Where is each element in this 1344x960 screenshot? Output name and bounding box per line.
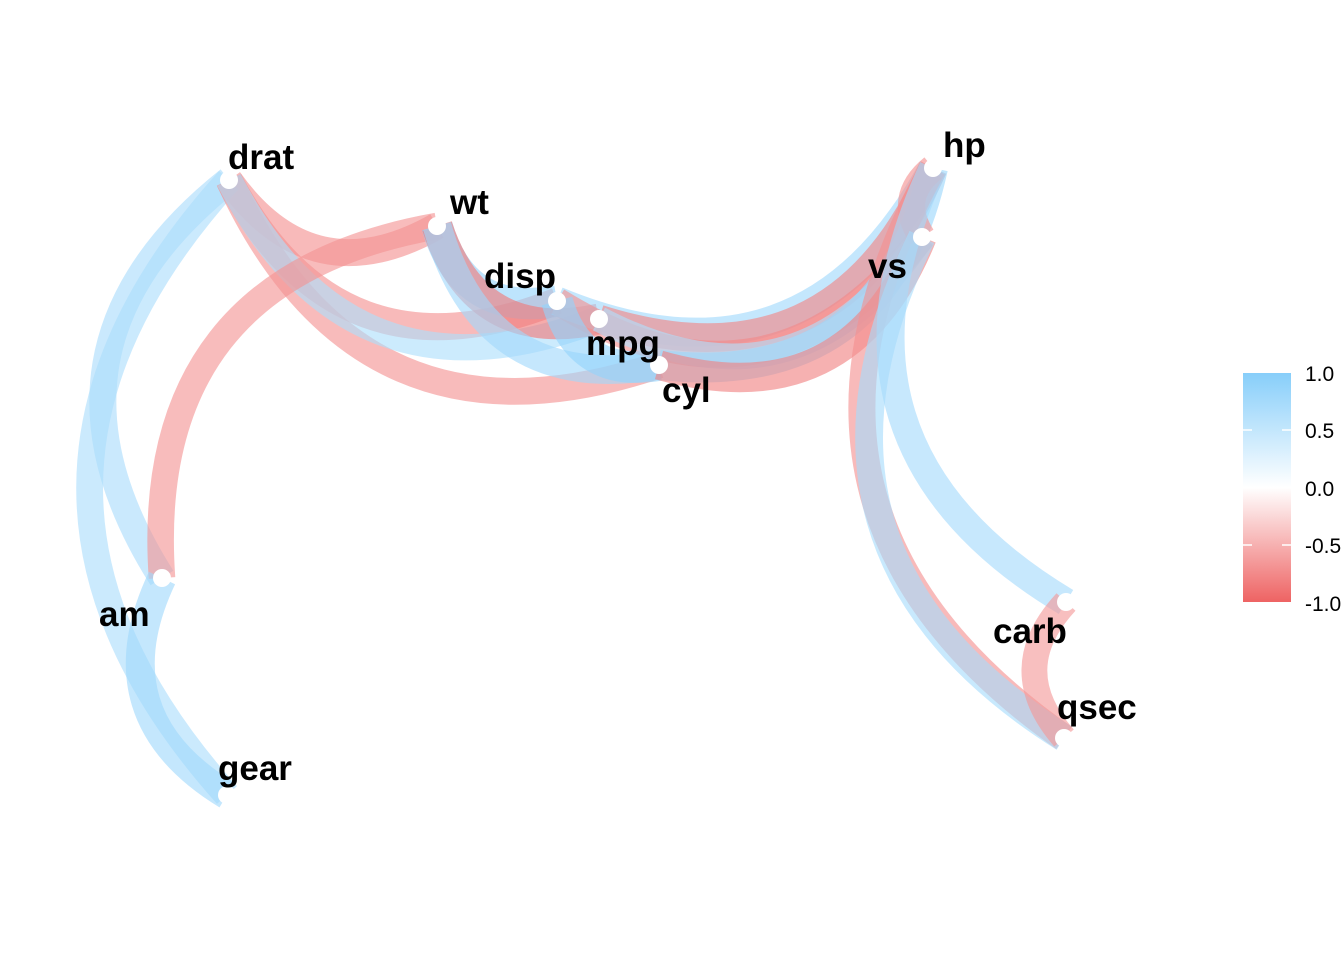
legend-tick-label: 0.0 bbox=[1305, 478, 1334, 501]
node-hp bbox=[924, 159, 942, 177]
edge-wt-am bbox=[147, 212, 440, 579]
edge-am-gear bbox=[125, 571, 235, 808]
node-gear bbox=[218, 786, 236, 804]
legend-tick-label: -1.0 bbox=[1305, 593, 1341, 616]
node-qsec bbox=[1055, 729, 1073, 747]
node-label-cyl: cyl bbox=[662, 371, 711, 410]
node-label-hp: hp bbox=[943, 126, 986, 165]
node-label-mpg: mpg bbox=[586, 324, 660, 363]
edge-disp-cyl bbox=[541, 296, 662, 383]
color-legend: 1.0 0.5 0.0 -0.5 -1.0 bbox=[1243, 363, 1341, 616]
node-carb bbox=[1057, 593, 1075, 611]
node-label-qsec: qsec bbox=[1057, 688, 1137, 727]
nodes-layer bbox=[153, 159, 1075, 804]
legend-tick-label: -0.5 bbox=[1305, 535, 1341, 558]
node-drat bbox=[220, 171, 238, 189]
legend-tick-label: 1.0 bbox=[1305, 363, 1334, 386]
node-label-drat: drat bbox=[228, 138, 294, 177]
node-mpg bbox=[590, 310, 608, 328]
node-label-vs: vs bbox=[868, 247, 907, 286]
node-label-disp: disp bbox=[484, 257, 556, 296]
edge-vs-qsec bbox=[855, 230, 1072, 750]
edge-carb-qsec bbox=[1021, 593, 1076, 747]
node-disp bbox=[548, 292, 566, 310]
node-label-carb: carb bbox=[993, 612, 1067, 651]
node-label-wt: wt bbox=[449, 183, 489, 222]
node-wt bbox=[428, 217, 446, 235]
node-am bbox=[153, 569, 171, 587]
node-label-gear: gear bbox=[218, 749, 292, 788]
node-vs bbox=[913, 228, 931, 246]
node-label-am: am bbox=[99, 595, 150, 634]
legend-tick-label: 0.5 bbox=[1305, 420, 1334, 443]
node-cyl bbox=[650, 356, 668, 374]
edges-layer bbox=[76, 157, 1076, 808]
